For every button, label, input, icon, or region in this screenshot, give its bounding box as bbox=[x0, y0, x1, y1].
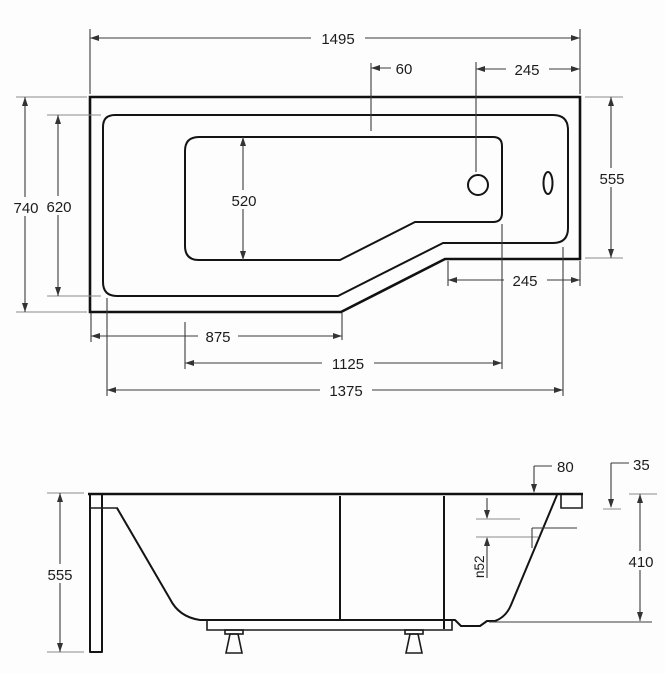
dim-width-overall: 740 bbox=[9, 96, 87, 313]
dim-label-35: 35 bbox=[633, 457, 650, 474]
overflow-slot bbox=[542, 171, 554, 195]
bath-basin-outline bbox=[184, 136, 503, 261]
dim-label-555-plan: 555 bbox=[599, 171, 624, 188]
dim-label-555-side: 555 bbox=[47, 567, 72, 584]
dim-rim-length: 1375 bbox=[106, 247, 564, 400]
dim-rim-width: 620 bbox=[42, 114, 101, 297]
overflow-bracket bbox=[531, 527, 577, 548]
tap-hole bbox=[467, 174, 489, 196]
extension-ticks bbox=[47, 114, 101, 297]
dim-label-1375: 1375 bbox=[329, 383, 362, 400]
extension-lines bbox=[89, 29, 581, 94]
arrowheads bbox=[484, 510, 490, 546]
dim-label-740: 740 bbox=[13, 200, 38, 217]
shell-profile bbox=[116, 494, 558, 627]
dim-label-875: 875 bbox=[205, 329, 230, 346]
dim-shell-height: 410 bbox=[489, 493, 660, 623]
rim-lip bbox=[560, 495, 583, 509]
extension-lines bbox=[447, 261, 581, 286]
dim-label-620: 620 bbox=[46, 199, 71, 216]
top-view-plan: 1495 60 245 555 bbox=[9, 29, 629, 400]
arrowhead bbox=[608, 499, 614, 508]
dim-label-1125: 1125 bbox=[332, 356, 364, 373]
left-foot bbox=[224, 629, 244, 654]
dim-lines bbox=[533, 465, 552, 492]
dim-label-520: 520 bbox=[231, 193, 256, 210]
dim-overflow-offset: 80 bbox=[531, 459, 574, 493]
dim-label-245-bottom: 245 bbox=[512, 273, 537, 290]
dim-lines bbox=[610, 462, 629, 507]
dim-basin-length: 1125 bbox=[184, 224, 503, 373]
dim-basin-width: 520 bbox=[226, 137, 262, 260]
extension-lines bbox=[106, 247, 564, 396]
arrowhead bbox=[371, 65, 380, 71]
bath-rim-outline bbox=[102, 114, 569, 297]
extension-ticks bbox=[585, 96, 623, 259]
extension-ticks bbox=[16, 96, 87, 313]
dim-length-overall: 1495 bbox=[89, 29, 581, 94]
dim-shower-section-width: 555 bbox=[585, 96, 629, 259]
dim-label-n52: n52 bbox=[472, 555, 487, 578]
arrowhead bbox=[531, 484, 537, 493]
dim-tap-to-right-edge: 245 bbox=[475, 60, 580, 172]
overflow-marks bbox=[476, 518, 538, 538]
dim-label-1495: 1495 bbox=[321, 31, 354, 48]
dim-tap-offset: 60 bbox=[370, 61, 413, 131]
bath-outer-outline bbox=[88, 95, 582, 314]
base-bar bbox=[206, 620, 453, 631]
dim-rim-edge-drop: 35 bbox=[603, 457, 650, 510]
dim-shower-section-length: 245 bbox=[447, 261, 581, 290]
dim-length-to-taper: 875 bbox=[90, 313, 343, 346]
dim-waste-note: n52 bbox=[472, 498, 490, 578]
dim-label-60: 60 bbox=[396, 61, 413, 78]
side-view-elevation: 555 80 35 n52 410 bbox=[43, 457, 660, 654]
dim-label-245-top: 245 bbox=[514, 62, 539, 79]
right-foot bbox=[404, 629, 424, 654]
extension-lines bbox=[184, 224, 503, 369]
dim-label-410: 410 bbox=[628, 554, 653, 571]
left-panel bbox=[89, 494, 103, 653]
dim-label-80: 80 bbox=[557, 459, 574, 476]
extension-ticks bbox=[47, 492, 84, 653]
dim-height-overall: 555 bbox=[43, 492, 84, 653]
